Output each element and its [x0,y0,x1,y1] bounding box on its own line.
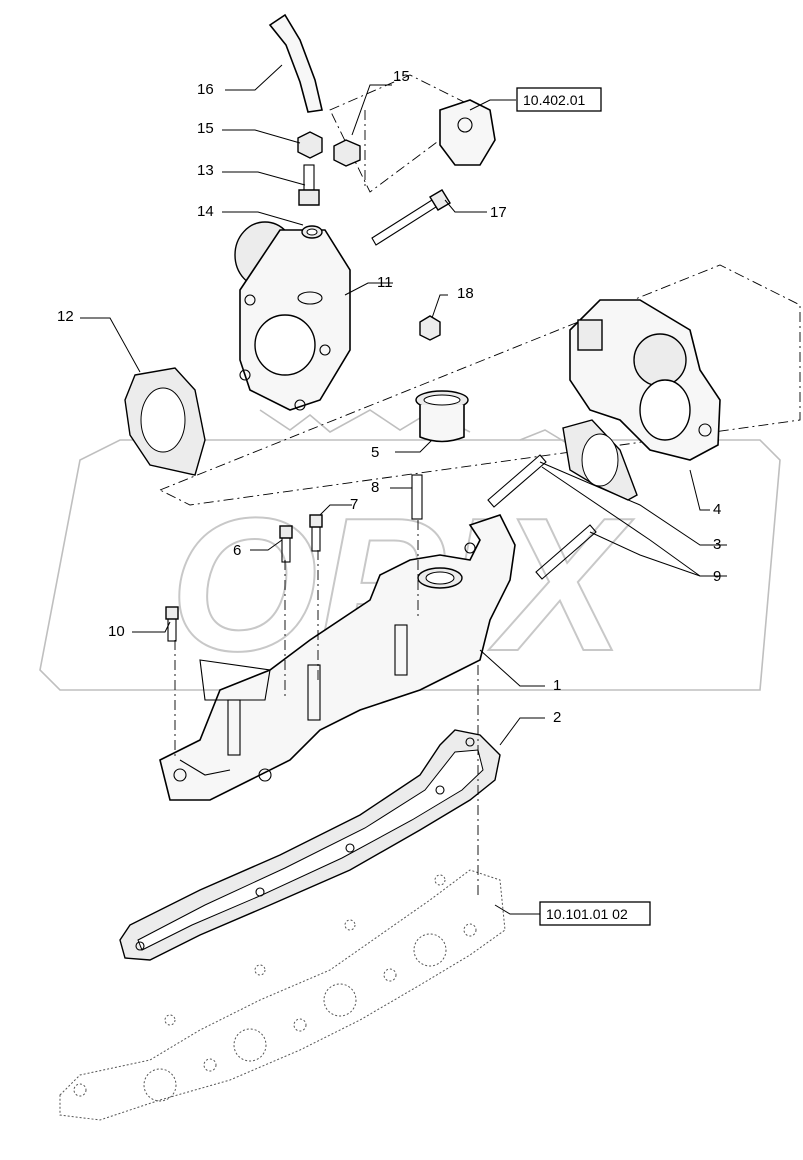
part-18-nut [419,315,441,341]
leader-lines [80,64,727,915]
part-13-fitting [298,164,320,206]
callout-18: 18 [457,285,474,302]
callout-labels: 16 15 15 13 14 17 11 12 18 5 8 7 6 10 4 … [57,68,721,726]
cylinder-head-ghost [59,869,506,1121]
part-8-stud [411,474,423,520]
callout-7: 7 [350,496,358,513]
part-11-inlet-elbow [234,221,351,411]
callout-4: 4 [713,501,721,518]
part-15-nut-right [333,139,361,167]
callout-14: 14 [197,203,214,220]
callout-8: 8 [371,479,379,496]
callout-11: 11 [377,274,393,291]
part-14-washer [301,225,323,239]
part-16-pipe [268,13,323,113]
callout-12: 12 [57,308,74,325]
part-10-bolt [165,606,179,642]
callout-15b: 15 [197,120,214,137]
part-12-elbow-gasket [124,367,206,476]
callout-2: 2 [553,709,561,726]
callout-3: 3 [713,536,721,553]
callout-9: 9 [713,568,721,585]
part-5-sleeve [415,390,469,443]
part-15-nut-left [297,131,323,159]
reference-box-top[interactable]: 10.402.01 [516,87,602,112]
callout-17: 17 [490,204,507,221]
part-7-bolt [309,514,323,552]
callout-16: 16 [197,81,214,98]
part-9-stud [535,524,597,580]
part-1-intake-manifold [159,514,516,895]
callout-6: 6 [233,542,241,559]
reference-bottom-text: 10.101.01 02 [546,906,628,922]
callout-13: 13 [197,162,214,179]
callout-10: 10 [108,623,125,640]
callout-15a: 15 [393,68,410,85]
sensor-assembly [439,99,496,166]
part-3-stud [487,454,547,508]
part-4-throttle-gasket [562,419,638,501]
part-17-bolt [371,189,451,246]
reference-top-text: 10.402.01 [523,92,585,108]
throttle-body [569,299,721,461]
part-2-manifold-gasket [119,729,501,961]
part-6-bolt [279,525,293,563]
callout-1: 1 [553,677,561,694]
reference-box-bottom[interactable]: 10.101.01 02 [539,901,651,926]
callout-5: 5 [371,444,379,461]
